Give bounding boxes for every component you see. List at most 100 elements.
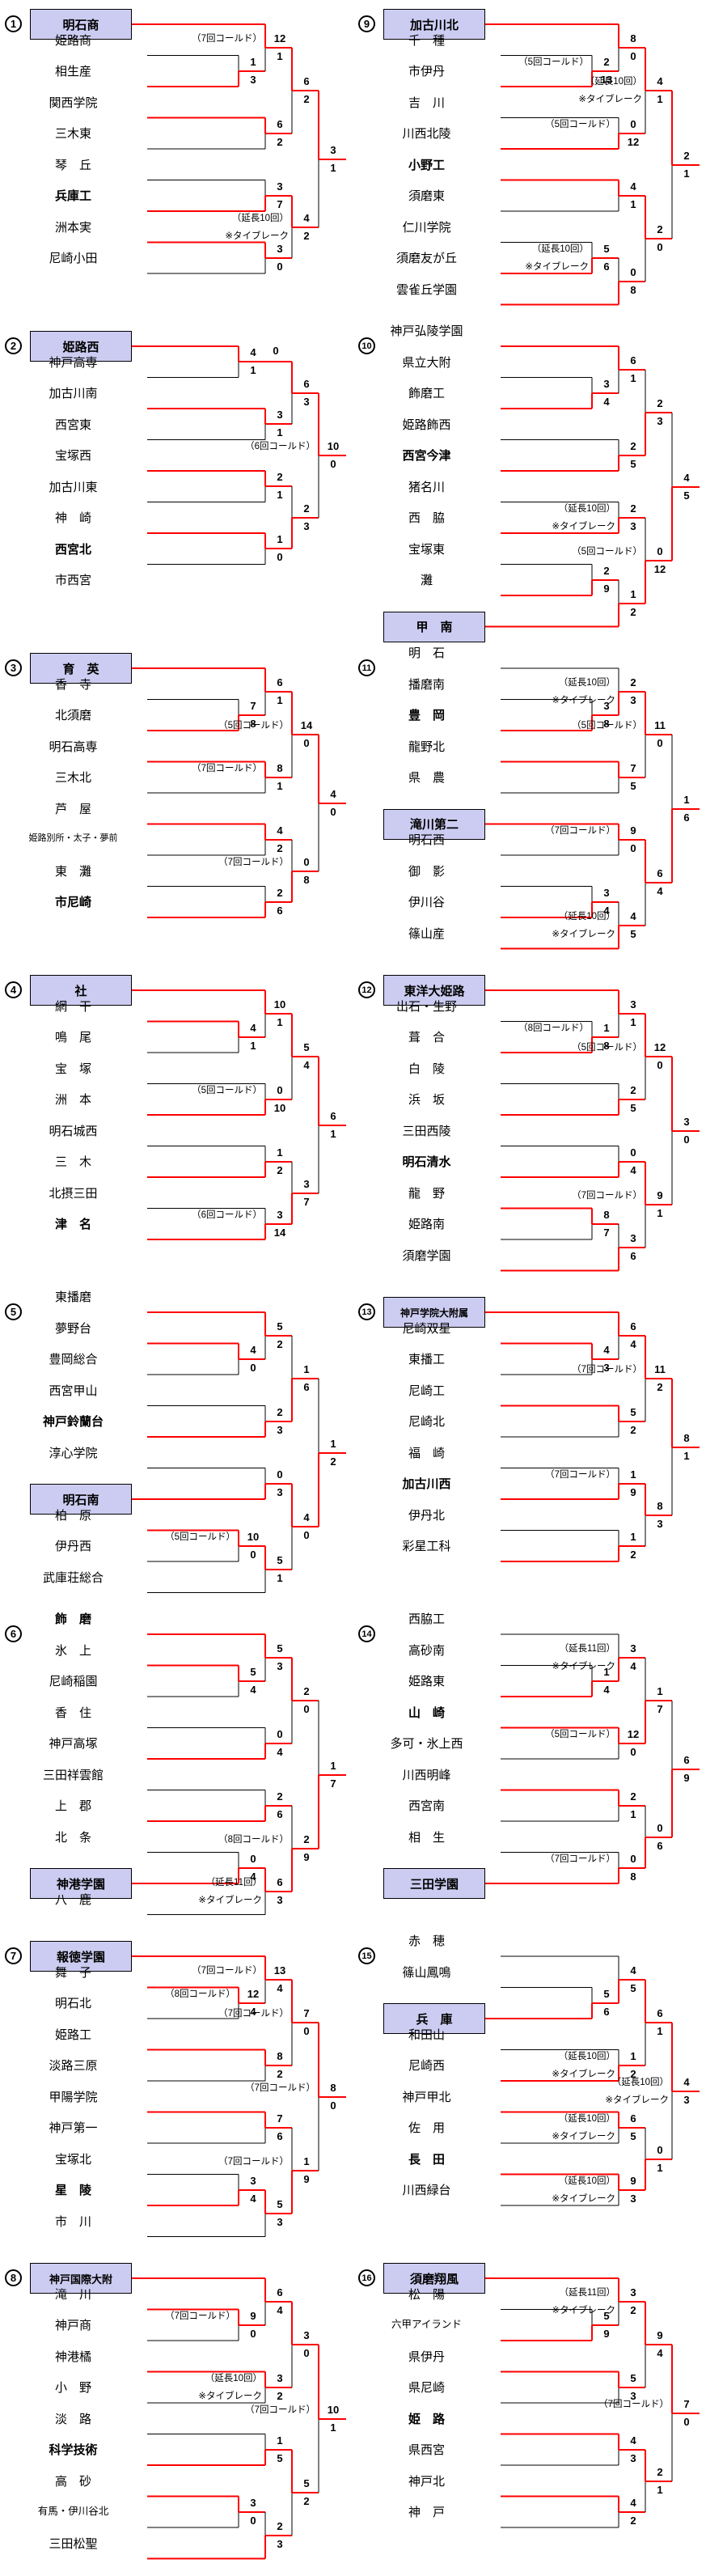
score-label: 9: [303, 1851, 310, 1863]
score-label: 5: [277, 2198, 283, 2210]
seeded-team-box: 神港学園: [30, 1868, 132, 1899]
score-label: 5: [277, 1554, 283, 1566]
score-label: 0: [277, 551, 283, 563]
team-name: 小 野: [54, 2381, 91, 2395]
block-number-badge: 11: [358, 659, 375, 676]
team-name: 高砂南: [408, 1643, 445, 1658]
team-name: 市尼崎: [54, 896, 91, 909]
team-name: 東播磨: [54, 1290, 91, 1304]
team-name: 千 種: [408, 33, 445, 48]
score-label: 1: [630, 588, 636, 600]
game-note: （5回コールド）: [165, 1532, 235, 1542]
team-name: 吉 川: [408, 95, 445, 110]
score-label: 1: [303, 2155, 310, 2167]
score-label: 3: [303, 396, 310, 408]
score-label: 1: [603, 1666, 610, 1678]
team-name: 県西宮: [408, 2443, 445, 2457]
score-label: 2: [277, 2520, 283, 2532]
score-label: 2: [277, 471, 283, 483]
team-name: 御 影: [408, 864, 445, 879]
score-label: 13: [273, 1964, 286, 1976]
score-label: 6: [277, 118, 283, 130]
team-name: 須磨学園: [402, 1248, 451, 1263]
seeded-team-box: 須磨翔風: [383, 2263, 485, 2294]
score-label: 3: [277, 409, 283, 421]
team-name: 長 田: [408, 2152, 445, 2167]
bracket-lines: [484, 2277, 700, 2528]
team-name: 甲陽学院: [49, 2090, 98, 2104]
block-number-badge: 3: [5, 659, 22, 676]
game-note: （5回コールド）: [545, 1730, 615, 1739]
team-name: 県伊丹: [408, 2349, 445, 2364]
team-name: 伊丹西: [54, 1540, 91, 1553]
team-name: 篠山産: [408, 926, 445, 941]
block-number-badge: 16: [358, 2269, 375, 2286]
bracket-lines: [131, 989, 346, 1240]
seeded-team-box: 兵 庫: [383, 2003, 485, 2034]
score-label: 9: [303, 2173, 310, 2185]
game-note: （延長10回）: [558, 678, 615, 688]
score-label: 4: [630, 2497, 636, 2509]
score-label: 4: [630, 1338, 636, 1350]
team-name: 神戸北: [408, 2474, 445, 2489]
team-name: 加古川東: [49, 480, 98, 494]
team-name: 淡路三原: [49, 2059, 98, 2073]
score-label: 1: [630, 1016, 636, 1028]
score-label: 6: [277, 2286, 283, 2298]
game-note: （7回コールド）: [192, 34, 262, 44]
score-label: 7: [303, 2007, 310, 2019]
score-label: 0: [657, 1822, 663, 1834]
game-note: ※タイブレーク: [525, 262, 589, 272]
score-label: 4: [657, 75, 663, 87]
bracket-lines: [131, 23, 346, 274]
team-name: 芦 屋: [54, 802, 91, 816]
block-number-badge: 10: [358, 337, 375, 354]
game-note: （延長10回）: [558, 912, 615, 922]
score-label: 4: [250, 346, 256, 358]
score-label: 7: [330, 1777, 336, 1790]
team-name: 武庫荘総合: [42, 1570, 104, 1585]
score-label: 4: [277, 1746, 283, 1758]
score-label: 1: [657, 93, 663, 105]
score-label: 6: [277, 676, 283, 688]
game-note: （7回コールド）: [165, 2311, 235, 2321]
score-label: 0: [303, 1529, 310, 1541]
score-label: 3: [277, 1894, 283, 1906]
game-note: （6回コールド）: [245, 442, 315, 451]
game-note: （5回コールド）: [518, 57, 589, 67]
score-label: 3: [277, 1424, 283, 1436]
score-label: 3: [630, 2286, 636, 2298]
score-label: 9: [683, 1772, 690, 1784]
game-note: ※タイブレーク: [578, 95, 642, 104]
score-label: 1: [303, 1363, 310, 1375]
score-label: 10: [247, 1531, 260, 1543]
score-label: 2: [630, 1084, 636, 1096]
team-name: 神戸高塚: [49, 1737, 98, 1751]
team-name: 小野工: [408, 158, 445, 172]
bracket-lines: [484, 1311, 700, 1562]
score-label: 1: [683, 794, 690, 806]
score-label: 4: [303, 212, 310, 224]
score-label: 1: [683, 167, 690, 180]
team-name: 神 崎: [54, 511, 91, 525]
team-name: 琴 丘: [54, 158, 91, 172]
score-label: 3: [277, 2372, 283, 2384]
team-name: 神戸商: [54, 2319, 91, 2332]
score-label: 3: [630, 2452, 636, 2464]
score-label: 0: [303, 737, 310, 749]
team-name: 宝塚北: [54, 2152, 91, 2167]
score-label: 3: [250, 74, 256, 86]
seeded-team-box: 社: [30, 975, 132, 1006]
score-label: 1: [250, 1040, 256, 1052]
score-label: 3: [277, 2538, 283, 2550]
score-label: 2: [303, 93, 310, 105]
team-name: 篠山鳳鳴: [402, 1965, 451, 1980]
team-name: 須磨友が丘: [395, 252, 457, 265]
score-label: 5: [683, 489, 690, 502]
score-label: 3: [277, 1660, 283, 1672]
team-name: 伊川谷: [408, 896, 445, 909]
